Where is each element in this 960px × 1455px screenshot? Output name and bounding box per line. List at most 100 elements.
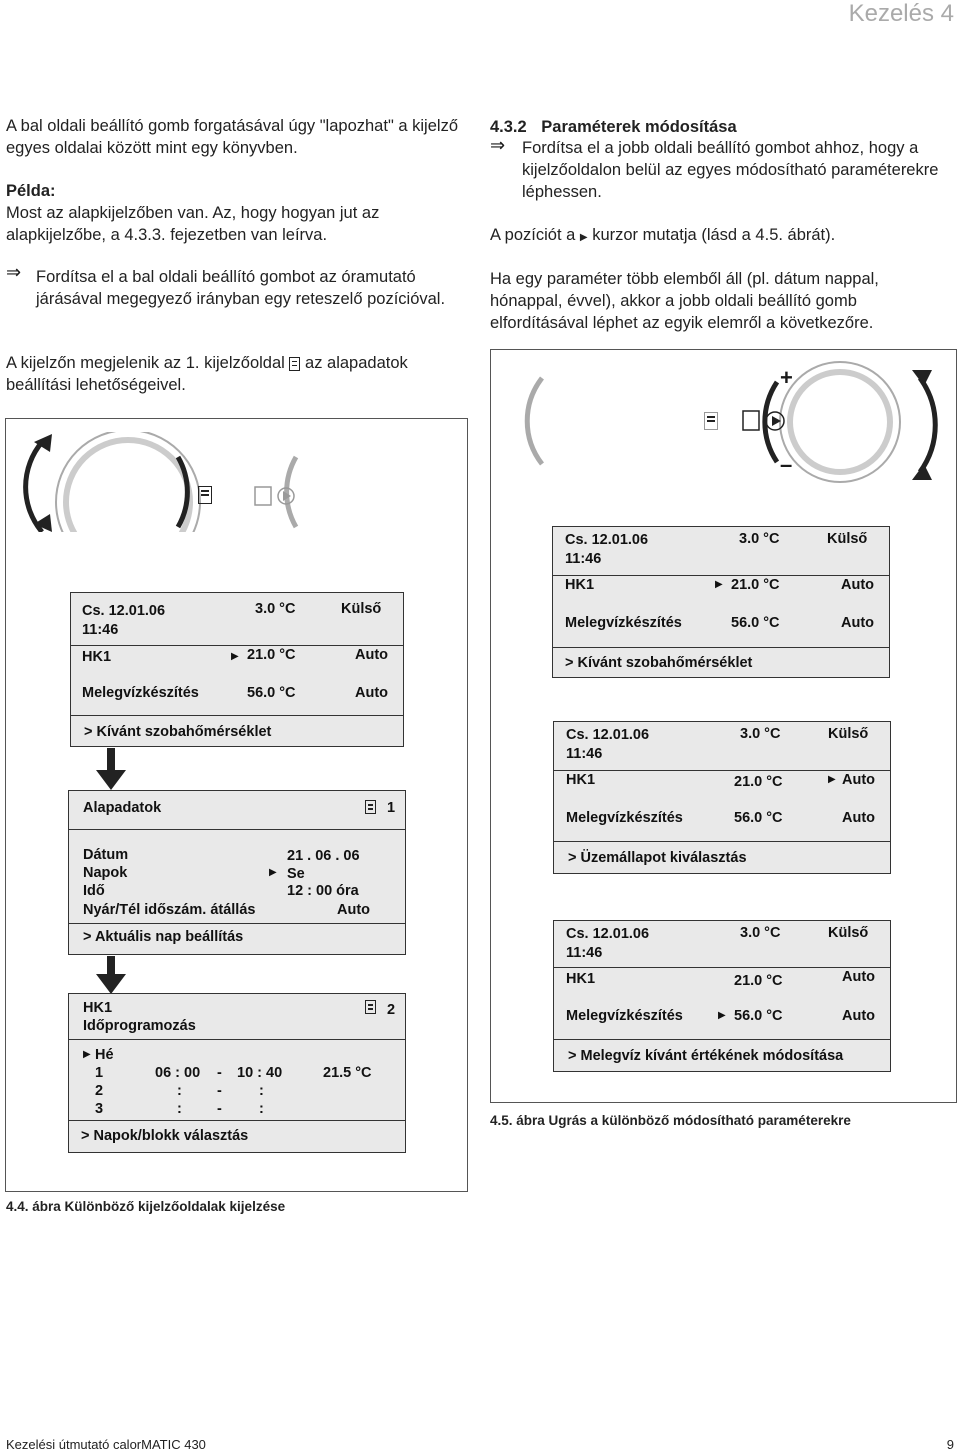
page1-row-label: Nyár/Tél időszám. átállás <box>83 902 256 918</box>
lcd-source: Külső <box>828 726 869 742</box>
knob-minus-label: – <box>780 452 793 477</box>
lcd-hk1-value: 21.0 °C <box>734 973 783 989</box>
display-page-text-b: az alapadatok <box>305 354 408 372</box>
display-page-2: HK1 Időprogramozás 2 ▶ Hé 1 06 : 00 - 10… <box>68 993 406 1153</box>
arrow-head-top <box>34 434 52 452</box>
menu-page-icon-knob-right <box>704 412 719 430</box>
knob1-indicator-arc <box>524 376 544 466</box>
page2-slot-from: 06 : 00 <box>155 1065 201 1081</box>
menu-page-icon <box>289 356 301 371</box>
lcd-hk1: HK1 <box>82 649 112 665</box>
step-arrow-icon: ⇒ <box>6 262 22 283</box>
menu-page-icon-1 <box>365 800 376 814</box>
page2-slot-dash: - <box>217 1083 222 1099</box>
lcd-dhw-mode: Auto <box>841 615 875 631</box>
example-label: Példa: <box>6 182 56 200</box>
figure-4-4-frame <box>5 418 468 1192</box>
page2-slot-dash: - <box>217 1101 222 1117</box>
lcd-date: Cs. 12.01.06 <box>565 532 649 548</box>
page1-title: Alapadatok <box>83 800 162 816</box>
cursor-position-paragraph: A pozíciót a ▶ kurzor mutatja (lásd a 4.… <box>490 224 835 249</box>
basic-display-left: Cs. 12.01.06 11:46 3.0 °C Külső HK1 ▶ 21… <box>70 592 404 747</box>
arrow-head-up <box>912 370 932 386</box>
lcd-dhw: Melegvízkészítés <box>566 810 683 826</box>
page2-slot-to: 10 : 40 <box>237 1065 283 1081</box>
footer-page-number: 9 <box>946 1437 954 1452</box>
arrow-head-down <box>912 464 932 480</box>
page1-row-value: Auto <box>337 902 371 918</box>
lcd-cursor-icon: ▶ <box>718 1010 726 1021</box>
lcd-hk1-value: 21.0 °C <box>247 647 296 663</box>
lcd-date: Cs. 12.01.06 <box>566 926 650 942</box>
figure-4-5-frame <box>490 349 957 1103</box>
page1-cursor-icon: ▶ <box>269 867 277 878</box>
figure-4-4-caption: 4.4. ábra Különböző kijelzőoldalak kijel… <box>6 1199 286 1214</box>
menu-page-icon-2 <box>365 1000 376 1014</box>
lcd-dhw-mode: Auto <box>355 685 389 701</box>
menu-page-icon-knob <box>198 486 212 504</box>
lcd-outside-temp: 3.0 °C <box>740 726 781 742</box>
lcd-cursor-icon: ▶ <box>828 774 836 785</box>
lcd-dhw-value: 56.0 °C <box>247 685 296 701</box>
play-cursor-icon <box>254 486 295 506</box>
section-number: 4.3.2 <box>490 118 527 136</box>
step-text-right: Fordítsa el a jobb oldali beállító gombo… <box>522 139 939 201</box>
display-page-1: Alapadatok 1 Dátum 21 . 06 . 06 Napok ▶ … <box>68 790 406 955</box>
intro-paragraph: A bal oldali beállító gomb forgatásával … <box>6 117 458 157</box>
lcd-outside-temp: 3.0 °C <box>740 925 781 941</box>
page1-row-value: 12 : 00 óra <box>287 883 359 899</box>
lcd-time: 11:46 <box>566 945 603 961</box>
page2-cursor-icon: ▶ <box>83 1049 91 1060</box>
page1-row-label: Napok <box>83 865 128 881</box>
lcd-source: Külső <box>828 925 869 941</box>
knob-plus-label: + <box>780 365 793 390</box>
knob-inner <box>63 437 193 532</box>
down-arrow-icon <box>96 956 126 994</box>
cursor-text-a: A pozíciót a <box>490 226 576 244</box>
page2-title2: Időprogramozás <box>83 1018 196 1034</box>
lcd-hk1-mode: Auto <box>355 647 389 663</box>
lcd-hk1-value: 21.0 °C <box>734 774 783 790</box>
step-arrow-icon-right: ⇒ <box>490 135 506 156</box>
lcd-dhw-mode: Auto <box>842 810 876 826</box>
lcd-time: 11:46 <box>82 622 119 638</box>
page2-slot-n: 2 <box>95 1083 104 1099</box>
page2-slot-dash: - <box>217 1065 222 1081</box>
knob-indicator-arc <box>175 455 190 529</box>
cursor-text-b: kurzor mutatja (lásd a 4.5. ábrát). <box>592 226 836 244</box>
knob2-indicator-arc <box>284 455 299 529</box>
lcd-dhw-mode: Auto <box>842 1008 876 1024</box>
lcd-source: Külső <box>827 531 868 547</box>
multi-element-paragraph: Ha egy paraméter több elemből áll (pl. d… <box>490 270 879 332</box>
page1-row-value: 21 . 06 . 06 <box>287 848 360 864</box>
lcd-hk1-mode: Auto <box>841 577 875 593</box>
display-page-text-a: A kijelzőn megjelenik az 1. kijelzőoldal <box>6 354 285 372</box>
lcd-date: Cs. 12.01.06 <box>82 603 166 619</box>
section-title: Paraméterek módosítása <box>541 118 737 136</box>
lcd-date: Cs. 12.01.06 <box>566 727 650 743</box>
lcd-hk1-mode: Auto <box>842 969 876 985</box>
rotate-arc-left <box>23 440 44 532</box>
page2-number: 2 <box>387 1002 396 1018</box>
right-knob-graphic <box>524 361 938 483</box>
page2-title1: HK1 <box>83 1000 113 1016</box>
page2-day: Hé <box>95 1047 114 1063</box>
left-knob-graphic <box>23 432 299 532</box>
lcd-outside-temp: 3.0 °C <box>255 601 296 617</box>
page2-slot-n: 3 <box>95 1101 104 1117</box>
lcd-hk1-mode: Auto <box>842 772 876 788</box>
lcd-hint: > Melegvíz kívánt értékének módosítása <box>568 1048 844 1064</box>
lcd-cursor-icon: ▶ <box>715 579 723 590</box>
figure-4-5-caption: 4.5. ábra Ugrás a különböző módosítható … <box>490 1113 851 1128</box>
lcd-dhw-value: 56.0 °C <box>734 1008 783 1024</box>
lcd-dhw: Melegvízkészítés <box>82 685 199 701</box>
lcd-hint: > Üzemállapot kiválasztás <box>568 850 747 866</box>
page2-slot-to: : <box>259 1101 264 1117</box>
page2-hint: > Napok/blokk választás <box>81 1128 249 1144</box>
lcd-dhw: Melegvízkészítés <box>566 1008 683 1024</box>
page1-number: 1 <box>387 800 396 816</box>
display-page-paragraph: A kijelzőn megjelenik az 1. kijelzőoldal… <box>6 352 476 396</box>
play-cursor-icon-right <box>742 410 785 431</box>
arrow-head-bottom <box>34 514 52 532</box>
page1-hint: > Aktuális nap beállítás <box>83 929 244 945</box>
